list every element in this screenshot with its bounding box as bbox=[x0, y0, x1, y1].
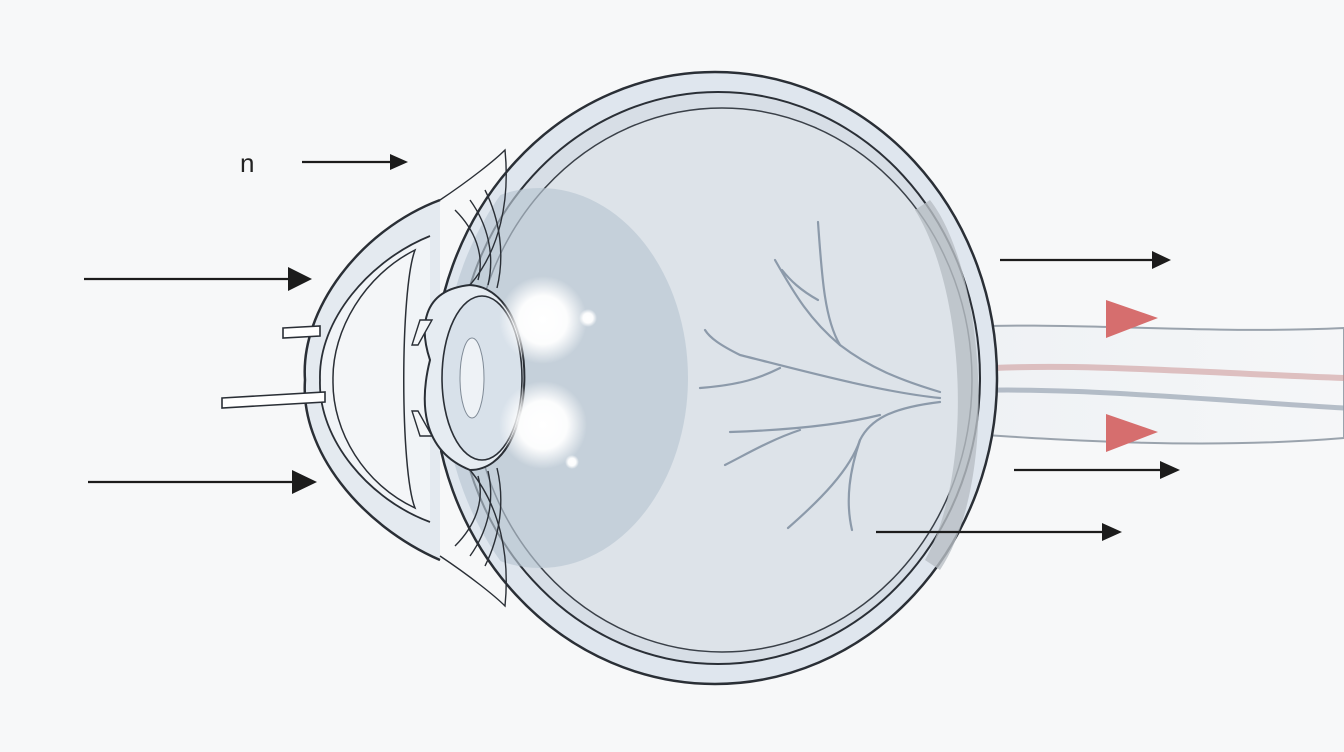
arrow-right-icon bbox=[84, 267, 312, 291]
ciliary-body bbox=[439, 148, 507, 608]
eyeball bbox=[431, 70, 999, 686]
arrow-right-icon bbox=[1000, 251, 1171, 269]
pointer-tabs bbox=[221, 325, 326, 409]
retina-shade bbox=[915, 200, 979, 570]
arrow-right-icon bbox=[1014, 461, 1180, 479]
cornea bbox=[303, 198, 441, 562]
light-rays bbox=[0, 316, 1344, 434]
red-arrowheads bbox=[1106, 300, 1158, 452]
glare-icon bbox=[499, 381, 587, 469]
arrow-right-icon bbox=[876, 523, 1122, 541]
glare-icon bbox=[565, 455, 579, 469]
glare-icon bbox=[579, 309, 597, 327]
red-arrowhead-icon bbox=[1106, 300, 1158, 338]
arrow-right-icon bbox=[88, 470, 317, 494]
glare-icon bbox=[499, 276, 587, 364]
iris-shadow bbox=[443, 188, 688, 568]
red-arrowhead-icon bbox=[1106, 414, 1158, 452]
glare-spots bbox=[499, 276, 597, 469]
arrow-right-icon bbox=[302, 154, 408, 170]
pointer-arrows bbox=[84, 154, 1180, 541]
label-n: n bbox=[240, 148, 254, 178]
